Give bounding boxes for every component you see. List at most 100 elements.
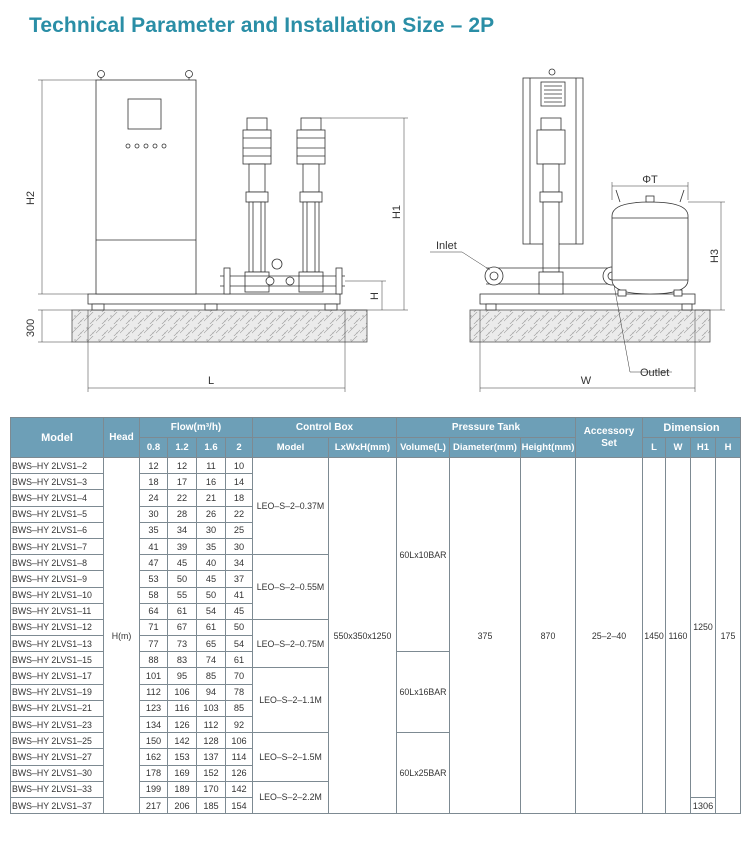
flow-cell: 85 bbox=[225, 699, 253, 718]
label-w: W bbox=[581, 375, 592, 387]
label-h: H bbox=[369, 292, 381, 300]
model-cell: BWS–HY 2LVS1–13 bbox=[10, 635, 104, 653]
flow-cell: 126 bbox=[225, 764, 253, 782]
th-dim-h: H bbox=[715, 437, 741, 458]
flow-cell: 55 bbox=[167, 586, 197, 604]
label-inlet: Inlet bbox=[436, 240, 457, 252]
dim-l-cell: 1450 bbox=[642, 456, 666, 815]
th-cb-size: LxWxH(mm) bbox=[328, 437, 397, 458]
flow-cell: 26 bbox=[196, 505, 226, 523]
tank-diameter-cell: 375 bbox=[449, 456, 521, 815]
label-h1: H1 bbox=[391, 205, 403, 219]
tank-volume-cell: 60Lx10BAR bbox=[396, 456, 450, 653]
flow-cell: 73 bbox=[167, 635, 197, 653]
flow-cell: 18 bbox=[139, 473, 168, 491]
flow-cell: 50 bbox=[225, 618, 253, 637]
model-cell: BWS–HY 2LVS1–19 bbox=[10, 683, 104, 701]
dim-h-cell: 175 bbox=[715, 456, 741, 815]
flow-cell: 22 bbox=[225, 505, 253, 523]
model-cell: BWS–HY 2LVS1–33 bbox=[10, 780, 104, 798]
model-cell: BWS–HY 2LVS1–8 bbox=[10, 554, 104, 572]
flow-cell: 45 bbox=[225, 602, 253, 620]
flow-cell: 152 bbox=[196, 764, 226, 782]
flow-cell: 170 bbox=[196, 780, 226, 798]
flow-cell: 35 bbox=[139, 521, 168, 539]
flow-cell: 85 bbox=[196, 667, 226, 685]
dim-h1-cell: 1250 bbox=[690, 457, 716, 798]
flow-cell: 67 bbox=[167, 618, 197, 637]
spec-table: Model Head Flow(m³/h) Control Box Pressu… bbox=[10, 417, 741, 815]
label-h2: H2 bbox=[25, 191, 37, 205]
model-cell: BWS–HY 2LVS1–21 bbox=[10, 699, 104, 718]
flow-cell: 14 bbox=[225, 473, 253, 491]
control-box-model-cell: LEO–S–2–2.2M bbox=[252, 780, 329, 815]
th-volume: Volume(L) bbox=[396, 437, 450, 458]
dim-h1-last-cell: 1306 bbox=[690, 796, 716, 815]
flow-cell: 65 bbox=[196, 635, 226, 653]
label-300: 300 bbox=[25, 319, 37, 337]
flow-cell: 50 bbox=[167, 570, 197, 588]
flow-cell: 24 bbox=[139, 489, 168, 507]
flow-cell: 169 bbox=[167, 764, 197, 782]
flow-cell: 40 bbox=[196, 554, 226, 572]
control-box-model-cell: LEO–S–2–0.55M bbox=[252, 554, 329, 620]
th-height: Height(mm) bbox=[520, 437, 576, 458]
flow-cell: 137 bbox=[196, 748, 226, 766]
th-head: Head bbox=[103, 417, 140, 458]
model-cell: BWS–HY 2LVS1–27 bbox=[10, 748, 104, 766]
model-cell: BWS–HY 2LVS1–7 bbox=[10, 537, 104, 556]
th-diameter: Diameter(mm) bbox=[449, 437, 521, 458]
flow-cell: 134 bbox=[139, 715, 168, 734]
flow-cell: 78 bbox=[225, 683, 253, 701]
flow-cell: 53 bbox=[139, 570, 168, 588]
label-h3: H3 bbox=[709, 249, 721, 263]
flow-cell: 28 bbox=[167, 505, 197, 523]
tank-volume-cell: 60Lx25BAR bbox=[396, 732, 450, 815]
pressure-tank bbox=[611, 189, 689, 297]
control-box-model-cell: LEO–S–2–0.37M bbox=[252, 456, 329, 556]
label-phi-t: ΦT bbox=[642, 174, 658, 186]
flow-cell: 206 bbox=[167, 796, 197, 815]
model-cell: BWS–HY 2LVS1–4 bbox=[10, 489, 104, 507]
flow-cell: 54 bbox=[196, 602, 226, 620]
model-cell: BWS–HY 2LVS1–30 bbox=[10, 764, 104, 782]
page-title: Technical Parameter and Installation Siz… bbox=[29, 14, 495, 37]
flow-cell: 34 bbox=[167, 521, 197, 539]
flow-cell: 74 bbox=[196, 651, 226, 669]
flow-cell: 47 bbox=[139, 554, 168, 572]
flow-cell: 153 bbox=[167, 748, 197, 766]
flow-cell: 10 bbox=[225, 456, 253, 475]
flow-cell: 64 bbox=[139, 602, 168, 620]
flow-cell: 185 bbox=[196, 796, 226, 815]
flow-cell: 103 bbox=[196, 699, 226, 718]
th-pressure-tank: Pressure Tank bbox=[396, 417, 576, 438]
flow-cell: 35 bbox=[196, 537, 226, 556]
flow-cell: 61 bbox=[225, 651, 253, 669]
flow-cell: 114 bbox=[225, 748, 253, 766]
flow-cell: 150 bbox=[139, 732, 168, 750]
model-cell: BWS–HY 2LVS1–12 bbox=[10, 618, 104, 637]
flow-cell: 41 bbox=[139, 537, 168, 556]
flow-cell: 12 bbox=[167, 456, 197, 475]
model-cell: BWS–HY 2LVS1–11 bbox=[10, 602, 104, 620]
label-outlet: Outlet bbox=[640, 367, 669, 379]
front-pump-2 bbox=[296, 117, 326, 293]
control-box-model-cell: LEO–S–2–0.75M bbox=[252, 618, 329, 669]
side-view bbox=[430, 68, 725, 392]
label-l: L bbox=[208, 375, 214, 387]
tank-height-cell: 870 bbox=[520, 456, 576, 815]
flow-cell: 12 bbox=[139, 456, 168, 475]
flow-cell: 11 bbox=[196, 456, 226, 475]
th-control-box: Control Box bbox=[252, 417, 397, 438]
flow-cell: 45 bbox=[167, 554, 197, 572]
model-cell: BWS–HY 2LVS1–15 bbox=[10, 651, 104, 669]
control-box-size-cell: 550x350x1250 bbox=[328, 456, 397, 815]
